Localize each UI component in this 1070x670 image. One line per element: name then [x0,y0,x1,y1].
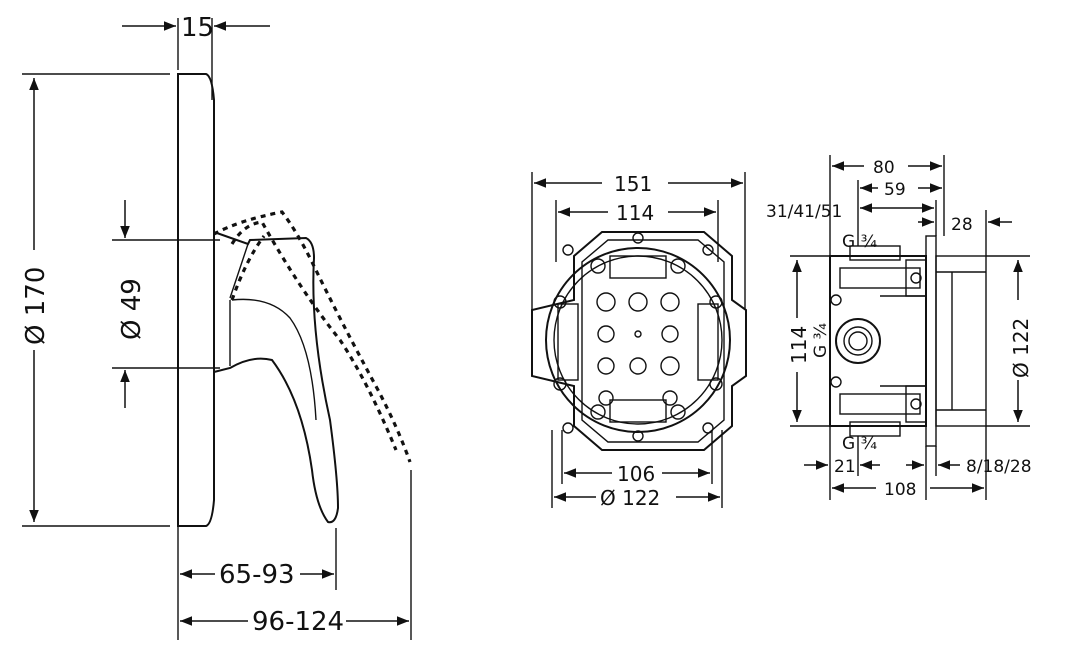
dim-122-label: Ø 122 [600,486,660,510]
dim-31-41-51-label: 31/41/51 [766,202,842,222]
dim-122-vertical-label: Ø 122 [1009,318,1033,378]
wall-plate [177,73,215,527]
dim-49-label: Ø 49 [117,278,147,340]
dim-28-label: 28 [951,215,973,235]
box-frame-outer [531,231,747,451]
dim-8-18-28-label: 8/18/28 [966,457,1032,477]
inlet-bottom-label: G ¾ [842,434,877,454]
dim-80-label: 80 [873,158,895,178]
dim-106-label: 106 [617,462,655,486]
side-inlet [835,318,881,364]
box-holes [553,232,723,442]
dim-151-label: 151 [614,172,652,196]
inlet-side-label: G ¾ [811,323,831,358]
mixer-side-view: 15 Ø 170 Ø 49 65-93 96-124 [21,13,412,640]
dim-114-label: 114 [616,201,654,225]
lever-body [213,231,340,524]
lever-alt-position [213,210,412,463]
dim-96-124-label: 96-124 [252,607,344,637]
box-ring [545,247,731,433]
dim-108-label: 108 [884,480,916,500]
box-side-view: 80 59 31/41/51 28 G ¾ G ¾ G ¾ 114 Ø 122 … [766,155,1033,500]
box-front-view: 151 114 106 Ø 122 [531,172,747,510]
dim-65-93-label: 65-93 [219,560,295,590]
dim-21-label: 21 [834,457,856,477]
dim-114-vertical-label: 114 [787,326,811,364]
dim-170-label: Ø 170 [21,267,51,345]
dim-59-label: 59 [884,180,906,200]
inlet-top-label: G ¾ [842,232,877,252]
dim-15-label: 15 [181,13,214,43]
